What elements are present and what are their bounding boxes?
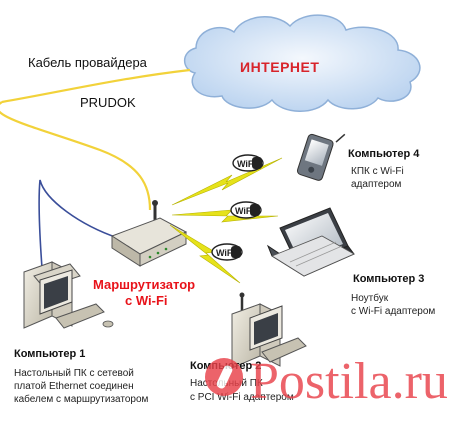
provider-name: PRUDOK (80, 95, 136, 110)
wifi-badge-1: WiFi (232, 154, 264, 172)
svg-text:WiFi: WiFi (237, 159, 256, 169)
pc1-desc-line2: платой Ethernet соединен (14, 381, 134, 392)
router-label-line2: с Wi-Fi (125, 293, 168, 308)
wifi-badge-2: WiFi (230, 201, 262, 219)
wifi-bolts (169, 157, 283, 284)
pc3-desc-line1: Ноутбук (351, 293, 389, 304)
pc2-desc-line2: с PCI Wi-Fi адаптером (190, 392, 294, 403)
wifi-badge-3: WiFi (211, 243, 243, 261)
pc3-title: Компьютер 3 (353, 273, 425, 285)
pc1-desc-line1: Настольный ПК с сетевой (14, 368, 134, 379)
ethernet-cable (38, 179, 119, 269)
router-icon (110, 200, 188, 267)
pc4-title: Компьютер 4 (348, 148, 420, 160)
pc1-title: Компьютер 1 (14, 348, 86, 360)
pda-icon (296, 133, 346, 181)
pc4-desc-line2: адаптером (351, 179, 402, 190)
internet-cloud (183, 14, 421, 112)
provider-cable (0, 68, 191, 211)
svg-text:WiFi: WiFi (235, 206, 254, 216)
watermark-pin-icon (205, 358, 243, 396)
pc4-desc-line1: КПК с Wi-Fi (351, 166, 404, 177)
pc1-desc-line3: кабелем с маршрутизатором (14, 394, 149, 405)
router-label-line1: Маршрутизатор (93, 277, 196, 292)
desktop-pc2-icon (231, 292, 307, 369)
pc3-desc-line2: с Wi-Fi адаптером (351, 306, 436, 317)
cable-label: Кабель провайдера (28, 55, 147, 70)
internet-label: ИНТЕРНЕТ (240, 59, 320, 75)
svg-text:WiFi: WiFi (216, 248, 235, 258)
desktop-pc1-icon (23, 261, 114, 329)
laptop-icon (266, 207, 355, 277)
watermark: Postila.ru (250, 353, 448, 410)
